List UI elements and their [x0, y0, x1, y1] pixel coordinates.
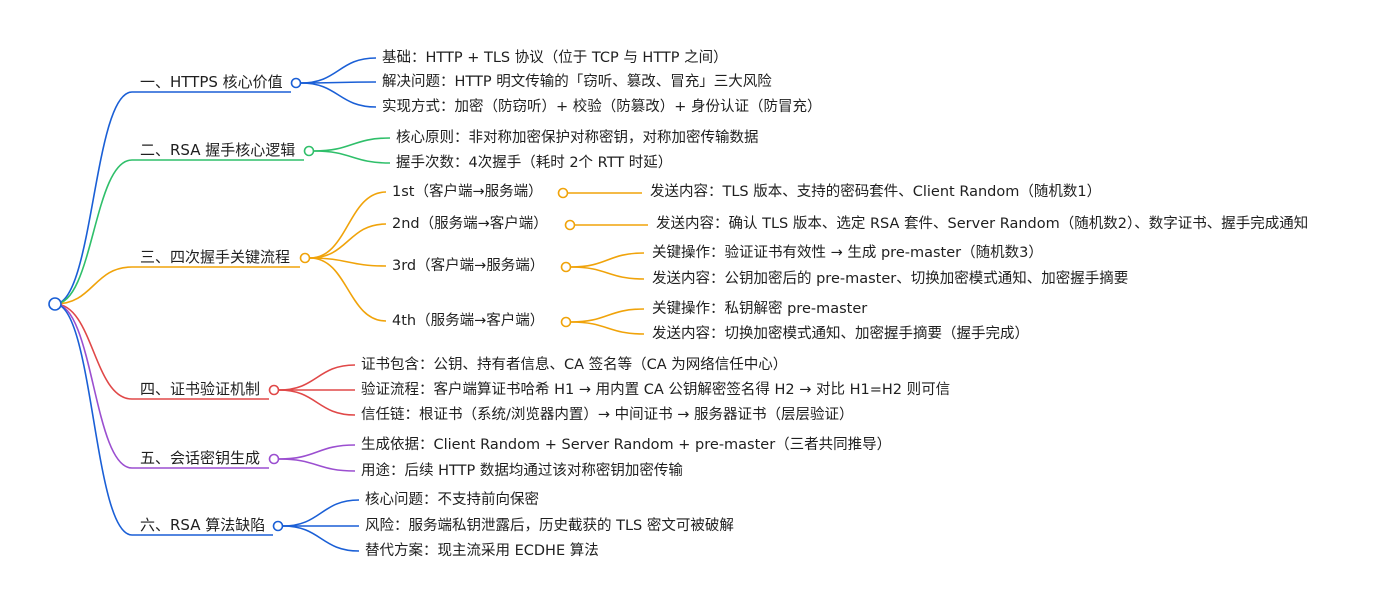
node-label-b3c4a: 关键操作：私钥解密 pre-master [652, 301, 868, 317]
edge-b3c4b [570, 321, 645, 335]
edge-b1c1 [300, 57, 377, 84]
collapse-toggle-b3[interactable] [299, 252, 311, 264]
node-label-b2c1: 核心原则：非对称加密保护对称密钥，对称加密传输数据 [396, 130, 759, 146]
edge-b3c4 [309, 257, 387, 322]
collapse-toggle-b6[interactable] [272, 520, 284, 532]
edge-b1c3 [300, 82, 377, 108]
node-label-b4c3: 信任链：根证书（系统/浏览器内置）→ 中间证书 → 服务器证书（层层验证） [361, 407, 854, 423]
node-label-b6c2: 风险：服务端私钥泄露后，历史截获的 TLS 密文可被破解 [365, 518, 734, 534]
node-label-b3c4b: 发送内容：切换加密模式通知、加密握手摘要（握手完成） [652, 326, 1029, 342]
branch-label-b1: 一、HTTPS 核心价值 [140, 73, 283, 91]
node-label-b1c1: 基础：HTTP + TLS 协议（位于 TCP 与 HTTP 之间） [382, 50, 728, 66]
collapse-toggle-b3c4[interactable] [560, 316, 572, 328]
node-label-b3c3: 3rd（客户端→服务端） [392, 258, 545, 274]
branch-label-b2: 二、RSA 握手核心逻辑 [140, 141, 296, 159]
node-label-b2c2: 握手次数：4次握手（耗时 2个 RTT 时延） [396, 155, 673, 171]
edge-b4c1 [278, 364, 356, 391]
node-label-b5c1: 生成依据：Client Random + Server Random + pre… [361, 437, 892, 453]
edge-b3c3b [570, 266, 645, 280]
edge-root-b4 [54, 303, 133, 400]
node-label-b4c1: 证书包含：公钥、持有者信息、CA 签名等（CA 为网络信任中心） [361, 357, 788, 373]
edge-b2c2 [313, 150, 391, 164]
branch-label-b3: 三、四次握手关键流程 [140, 248, 291, 266]
node-label-b3c1: 1st（客户端→服务端） [392, 184, 543, 200]
collapse-toggle-b1[interactable] [290, 77, 302, 89]
collapse-toggle-b2[interactable] [303, 145, 315, 157]
node-label-b3c2a: 发送内容：确认 TLS 版本、选定 RSA 套件、Server Random（随… [656, 216, 1309, 232]
collapse-toggle-b3c3[interactable] [560, 261, 572, 273]
edge-b3c2 [309, 223, 387, 259]
edge-root-b5 [54, 303, 133, 469]
edge-b3c3a [570, 252, 645, 268]
branch-label-b4: 四、证书验证机制 [140, 380, 261, 398]
node-label-b4c2: 验证流程：客户端算证书哈希 H1 → 用内置 CA 公钥解密签名得 H2 → 对… [361, 382, 951, 398]
branch-label-b5: 五、会话密钥生成 [140, 449, 261, 467]
node-label-b3c2: 2nd（服务端→客户端） [392, 216, 548, 232]
edge-b6c3 [282, 525, 360, 552]
edge-b3c4a [570, 308, 645, 323]
node-label-b1c2: 解决问题：HTTP 明文传输的「窃听、篡改、冒充」三大风险 [382, 74, 772, 90]
edge-root-b1 [54, 91, 133, 305]
edge-root-b6 [54, 303, 133, 536]
edge-b5c1 [278, 444, 356, 460]
collapse-toggle-b5[interactable] [268, 453, 280, 465]
node-label-b6c3: 替代方案：现主流采用 ECDHE 算法 [365, 543, 599, 559]
root-node[interactable] [48, 297, 62, 311]
node-label-b3c1a: 发送内容：TLS 版本、支持的密码套件、Client Random（随机数1） [650, 184, 1102, 200]
collapse-toggle-b3c1[interactable] [557, 187, 569, 199]
node-label-b1c3: 实现方式：加密（防窃听）+ 校验（防篡改）+ 身份认证（防冒充） [382, 99, 822, 115]
edge-b6c1 [282, 499, 360, 527]
edge-b5c2 [278, 458, 356, 472]
node-label-b3c3a: 关键操作：验证证书有效性 → 生成 pre-master（随机数3） [652, 245, 1043, 261]
node-label-b6c1: 核心问题：不支持前向保密 [365, 492, 539, 508]
edge-b3c1 [309, 191, 387, 259]
edge-root-b2 [54, 159, 133, 305]
branch-label-b6: 六、RSA 算法缺陷 [140, 516, 266, 534]
edge-b4c3 [278, 389, 356, 416]
edge-root-b3 [54, 266, 133, 305]
node-label-b3c4: 4th（服务端→客户端） [392, 313, 545, 329]
node-label-b3c3b: 发送内容：公钥加密后的 pre-master、切换加密模式通知、加密握手摘要 [652, 271, 1129, 287]
collapse-toggle-b3c2[interactable] [564, 219, 576, 231]
collapse-toggle-b4[interactable] [268, 384, 280, 396]
edge-b2c1 [313, 137, 391, 152]
edge-b3c3 [309, 257, 387, 267]
node-label-b5c2: 用途：后续 HTTP 数据均通过该对称密钥加密传输 [361, 463, 683, 479]
